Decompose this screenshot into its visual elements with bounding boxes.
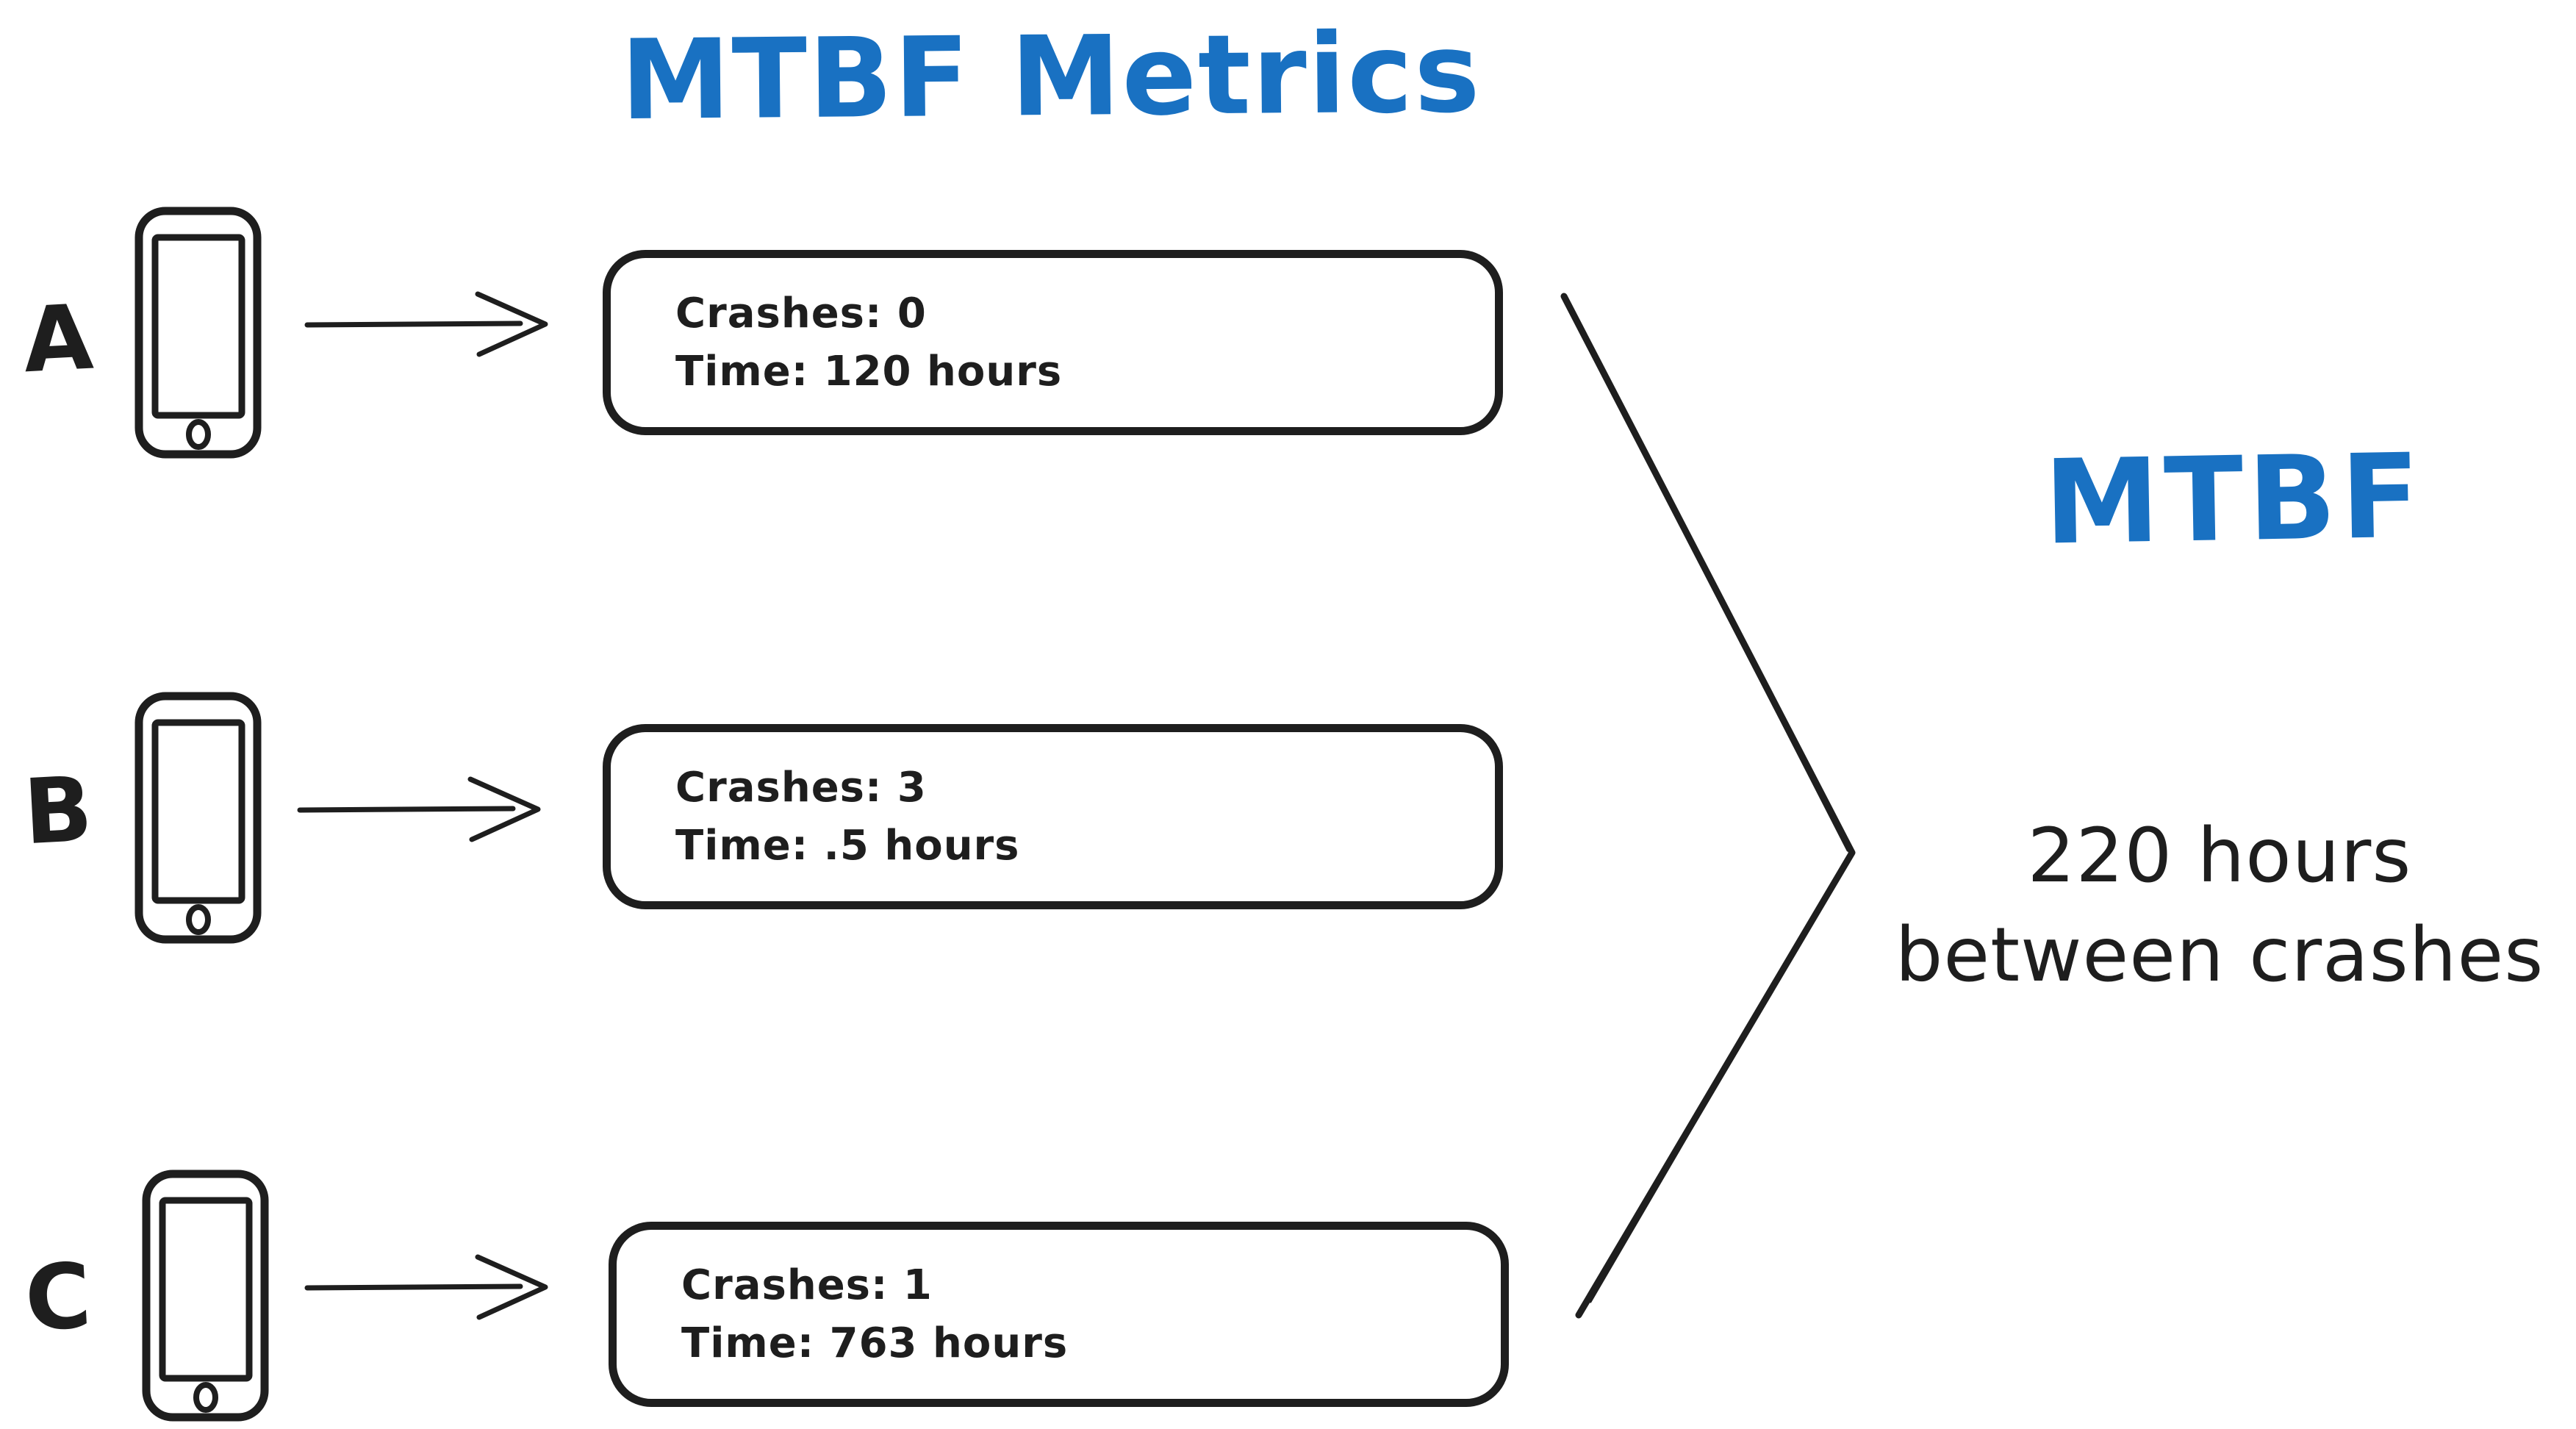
smartphone-icon xyxy=(134,691,262,945)
time-value-c: Time: 763 hours xyxy=(681,1319,1069,1367)
smartphone-icon xyxy=(134,206,262,459)
mtbf-result-line1: 220 hours xyxy=(2027,812,2412,900)
right-arrow-icon xyxy=(303,287,553,360)
crashes-value-c: Crashes: 1 xyxy=(681,1261,933,1309)
device-row-a: A Crashes: 0 Time: 120 hours xyxy=(0,206,2576,470)
metrics-box-c: Crashes: 1 Time: 763 hours xyxy=(609,1222,1509,1407)
device-label-a: A xyxy=(21,284,96,393)
mtbf-result-heading: MTBF xyxy=(2042,429,2426,571)
mtbf-result-line2: between crashes xyxy=(1895,911,2544,999)
diagram-title: MTBF Metrics xyxy=(620,9,1482,146)
right-arrow-icon xyxy=(295,772,545,845)
device-label-c: C xyxy=(22,1243,94,1352)
metrics-box-a: Crashes: 0 Time: 120 hours xyxy=(603,250,1503,435)
metrics-box-b: Crashes: 3 Time: .5 hours xyxy=(603,724,1503,909)
mtbf-result-value: 220 hours between crashes xyxy=(1852,807,2576,1005)
right-arrow-icon xyxy=(303,1250,553,1323)
converge-chevron-icon xyxy=(1543,276,1874,1334)
crashes-value-b: Crashes: 3 xyxy=(675,764,927,812)
crashes-value-a: Crashes: 0 xyxy=(675,290,927,337)
smartphone-icon xyxy=(141,1169,270,1422)
device-row-c: C Crashes: 1 Time: 763 hours xyxy=(0,1169,2576,1429)
time-value-b: Time: .5 hours xyxy=(675,822,1020,870)
device-label-b: B xyxy=(21,756,96,865)
device-row-b: B Crashes: 3 Time: .5 hours xyxy=(0,691,2576,956)
time-value-a: Time: 120 hours xyxy=(675,348,1063,395)
